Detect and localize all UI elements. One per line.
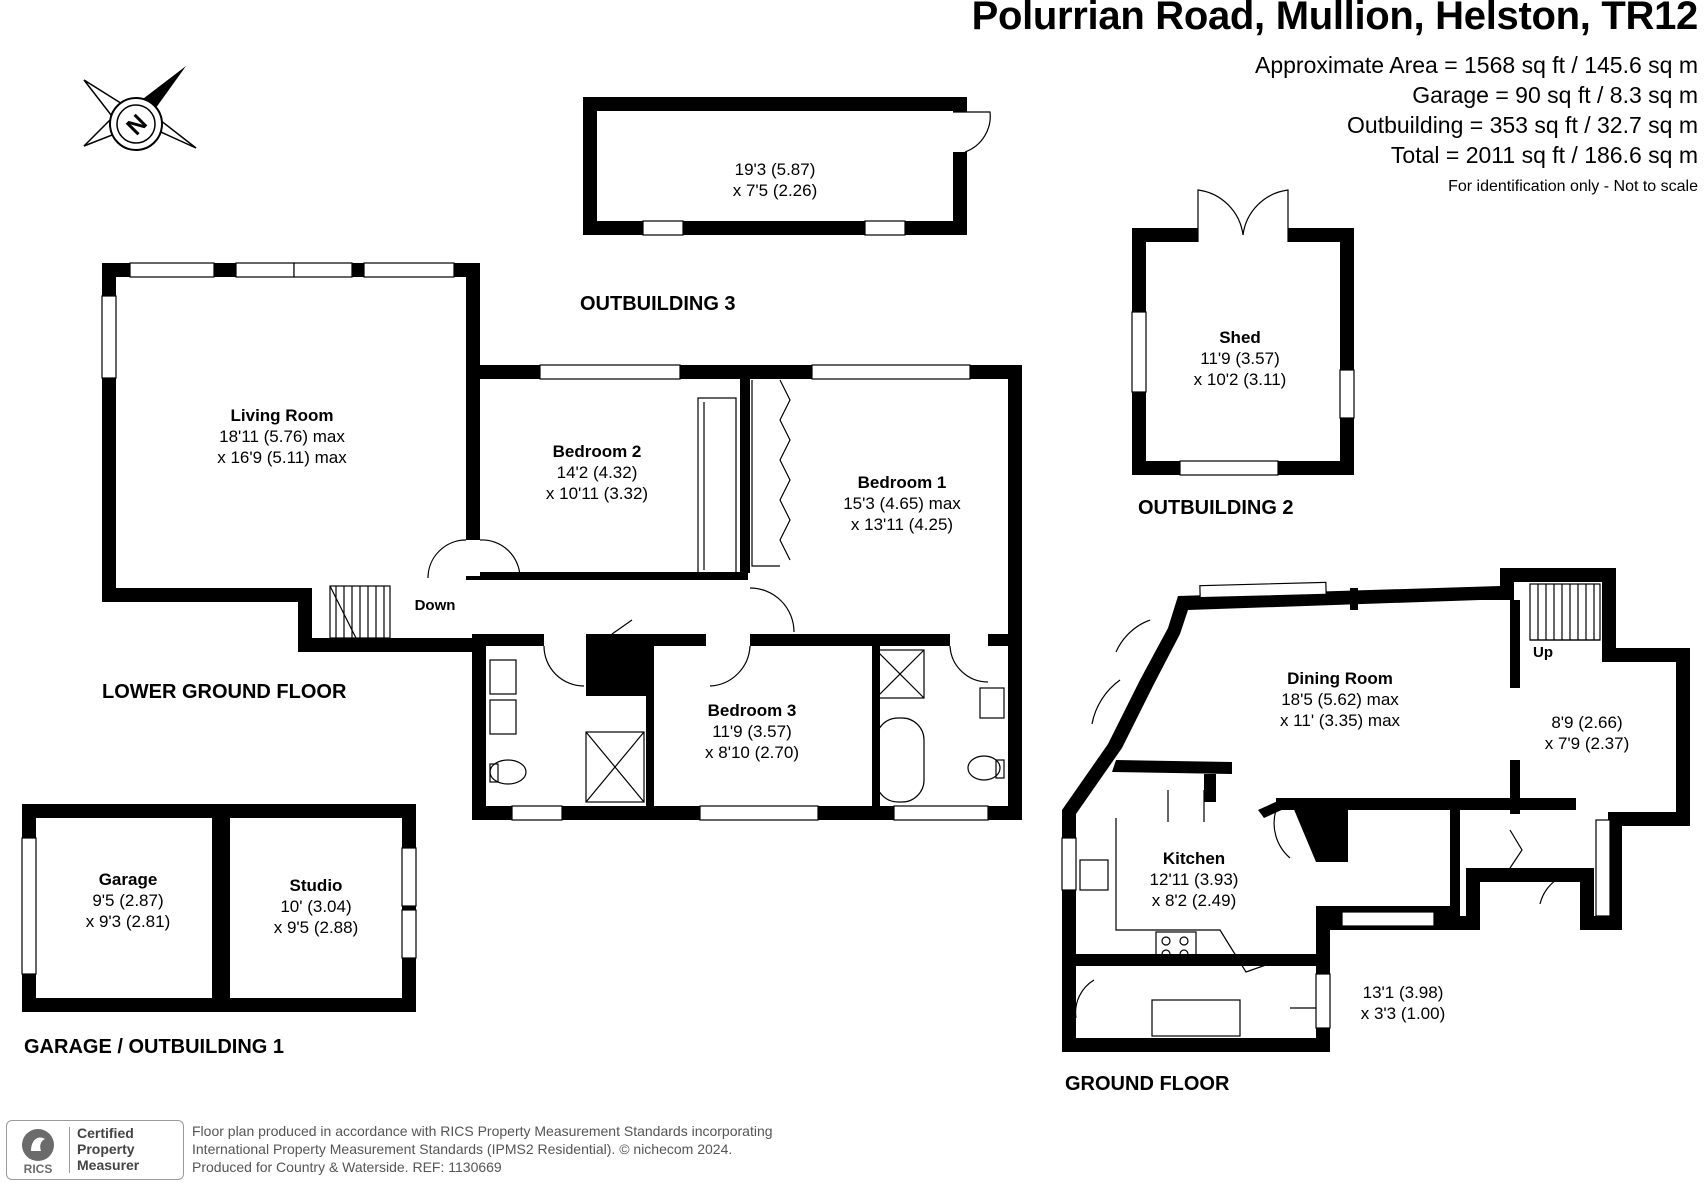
- bedroom2-dim1: 14'2 (4.32): [557, 463, 638, 482]
- ground-floor-label: GROUND FLOOR: [1065, 1073, 1230, 1095]
- studio-dim1: 10' (3.04): [280, 897, 351, 916]
- garage-outbuilding-1-label: GARAGE / OUTBUILDING 1: [24, 1036, 284, 1058]
- bedroom1-dim1: 15'3 (4.65) max: [843, 494, 961, 513]
- area-outbuilding: Outbuilding = 353 sq ft / 32.7 sq m: [1347, 112, 1698, 138]
- shed-name: Shed: [1219, 328, 1261, 347]
- lower-ground-floor-plan: Living Room 18'11 (5.76) max x 16'9 (5.1…: [101, 262, 1022, 821]
- dining-room-dim1: 18'5 (5.62) max: [1281, 690, 1399, 709]
- area-summary: Approximate Area = 1568 sq ft / 145.6 sq…: [1255, 50, 1698, 170]
- disclaimer-line: Produced for Country & Waterside. REF: 1…: [192, 1159, 502, 1175]
- stairs-up-label: Up: [1533, 644, 1553, 661]
- badge-line: Certified: [77, 1125, 134, 1141]
- property-address: Polurrian Road, Mullion, Helston, TR12: [971, 0, 1699, 38]
- stairs-down-label: Down: [415, 597, 456, 614]
- disclaimer-line: Floor plan produced in accordance with R…: [192, 1123, 773, 1139]
- garage-dim2: x 9'3 (2.81): [86, 912, 171, 931]
- badge-divider: [69, 1127, 70, 1173]
- identification-note: For identification only - Not to scale: [1448, 178, 1698, 195]
- kitchen-name: Kitchen: [1163, 849, 1225, 868]
- disclaimer: Floor plan produced in accordance with R…: [192, 1122, 773, 1176]
- outbuilding-3-plan: 19'3 (5.87) x 7'5 (2.26): [583, 97, 991, 236]
- outbuilding3-dim1: 19'3 (5.87): [735, 160, 816, 179]
- garage-name: Garage: [99, 870, 158, 889]
- outbuilding3-dim2: x 7'5 (2.26): [733, 181, 818, 200]
- studio-dim2: x 9'5 (2.88): [274, 918, 359, 937]
- ground-floor-plan: Dining Room 18'5 (5.62) max x 11' (3.35)…: [1061, 568, 1690, 1052]
- garage-dim1: 9'5 (2.87): [92, 891, 163, 910]
- bedroom1-dim2: x 13'11 (4.25): [851, 515, 953, 534]
- bedroom2-dim2: x 10'11 (3.32): [546, 484, 648, 503]
- area-garage: Garage = 90 sq ft / 8.3 sq m: [1412, 82, 1698, 108]
- compass-icon: N: [83, 66, 197, 151]
- utility-dim1: 13'1 (3.98): [1363, 983, 1444, 1002]
- certified-property-measurer: Certified Property Measurer: [77, 1125, 139, 1173]
- utility-dim2: x 3'3 (1.00): [1361, 1004, 1446, 1023]
- living-room-dim1: 18'11 (5.76) max: [219, 427, 345, 446]
- living-room-name: Living Room: [231, 406, 334, 425]
- studio-name: Studio: [290, 876, 343, 895]
- shed-dim2: x 10'2 (3.11): [1194, 370, 1287, 389]
- area-approximate: Approximate Area = 1568 sq ft / 145.6 sq…: [1254, 52, 1698, 78]
- bedroom3-name: Bedroom 3: [708, 701, 797, 720]
- badge-line: Measurer: [77, 1157, 140, 1173]
- bedroom2-name: Bedroom 2: [553, 442, 642, 461]
- hall-dim2: x 7'9 (2.37): [1545, 734, 1630, 753]
- kitchen-dim2: x 8'2 (2.49): [1152, 891, 1237, 910]
- shed-dim1: 11'9 (3.57): [1200, 349, 1279, 368]
- rics-logo-icon: RICS: [22, 1129, 54, 1175]
- bedroom3-dim1: 11'9 (3.57): [712, 722, 791, 741]
- bedroom1-name: Bedroom 1: [858, 473, 947, 492]
- outbuilding-3-label: OUTBUILDING 3: [580, 293, 736, 315]
- lower-ground-floor-label: LOWER GROUND FLOOR: [102, 681, 347, 703]
- rics-certified-badge: RICS Certified Property Measurer: [6, 1120, 184, 1180]
- dining-room-dim2: x 11' (3.35) max: [1280, 711, 1401, 730]
- disclaimer-line: International Property Measurement Stand…: [192, 1141, 733, 1157]
- hall-dim1: 8'9 (2.66): [1551, 713, 1622, 732]
- garage-outbuilding-1-plan: Garage 9'5 (2.87) x 9'3 (2.81) Studio 10…: [21, 804, 417, 1012]
- bedroom3-dim2: x 8'10 (2.70): [705, 743, 799, 762]
- living-room-dim2: x 16'9 (5.11) max: [217, 448, 347, 467]
- kitchen-dim1: 12'11 (3.93): [1150, 870, 1239, 889]
- outbuilding-2-plan: Shed 11'9 (3.57) x 10'2 (3.11): [1131, 189, 1355, 476]
- outbuilding-2-label: OUTBUILDING 2: [1138, 497, 1294, 519]
- badge-line: Property: [77, 1141, 135, 1157]
- footer: RICS Certified Property Measurer Floor p…: [6, 1120, 826, 1180]
- dining-room-name: Dining Room: [1287, 669, 1393, 688]
- rics-logo-text: RICS: [24, 1162, 53, 1175]
- area-total: Total = 2011 sq ft / 186.6 sq m: [1390, 142, 1698, 168]
